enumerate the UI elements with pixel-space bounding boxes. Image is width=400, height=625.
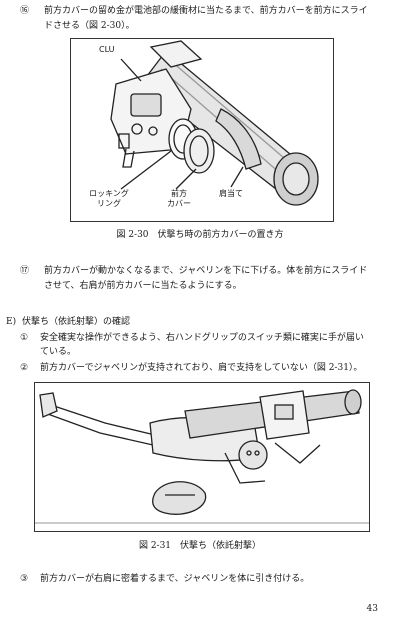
step-17-number: ⑰	[20, 266, 30, 276]
locking-ring-label-line-2: リング	[97, 199, 121, 208]
locking-ring-label-line-1: ロッキング	[89, 189, 129, 198]
clu-label: CLU	[99, 45, 115, 54]
page-number: 43	[366, 604, 378, 614]
step-16-text-line-2: ドさせる（図 2-30）。	[44, 21, 135, 31]
check-2-text-line-1: 前方カバーでジャベリンが支持されており、肩で支持をしていない（図 2-31）。	[40, 363, 363, 373]
step-16-number: ⑯	[20, 6, 30, 16]
figure-2-30-caption: 図 2-30 伏撃ち時の前方カバーの置き方	[116, 230, 284, 240]
front-cover-label-line-2: カバー	[167, 199, 191, 208]
check-1-text-line-2: ている。	[40, 347, 77, 357]
prone-soldier-illustration	[35, 389, 369, 524]
section-e-letter: E)	[6, 317, 17, 327]
check-1-number: ①	[20, 333, 29, 343]
figure-2-31-caption: 図 2-31 伏撃ち（依託射撃）	[138, 541, 262, 551]
javelin-clu-illustration	[110, 40, 319, 206]
figure-2-31	[34, 382, 370, 532]
check-3-number: ③	[20, 574, 29, 584]
section-e-title: 伏撃ち（依託射撃）の確認	[22, 317, 131, 327]
step-16-text-line-1: 前方カバーの留め金が電池部の緩衝材に当たるまで、前方カバーを前方にスライ	[44, 6, 368, 16]
check-3-text-line-1: 前方カバーが右肩に密着するまで、ジャベリンを体に引き付ける。	[40, 574, 310, 584]
figure-2-30: CLU ロッキング リング 前方 カバー 肩当て	[70, 38, 334, 222]
shoulder-pad-label: 肩当て	[219, 189, 243, 198]
step-17-text-line-2: させて、右肩が前方カバーに当たるようにする。	[44, 281, 242, 291]
check-1-text-line-1: 安全確実な操作ができるよう、右ハンドグリップのスイッチ類に確実に手が届い	[40, 333, 364, 343]
front-cover-label-line-1: 前方	[171, 189, 187, 198]
check-2-number: ②	[20, 363, 29, 373]
step-17-text-line-1: 前方カバーが動かなくなるまで、ジャベリンを下に下げる。体を前方にスライド	[44, 266, 368, 276]
